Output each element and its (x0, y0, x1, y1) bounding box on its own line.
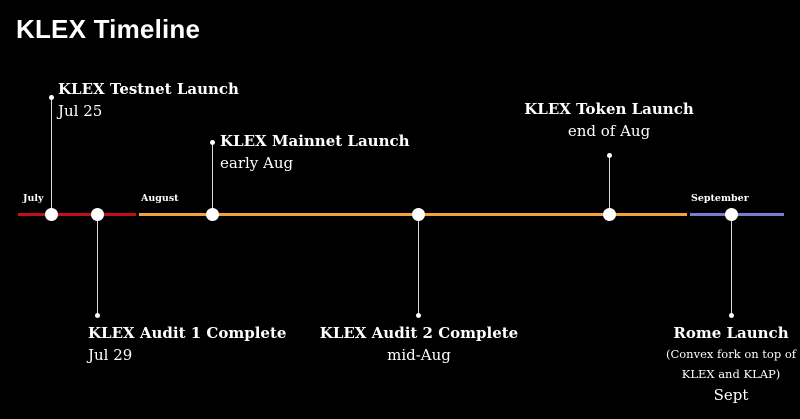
event-name: KLEX Testnet Launch (58, 80, 239, 98)
timeline-segment-july (18, 213, 136, 216)
stem-testnet (51, 98, 52, 214)
stem-token (609, 155, 610, 214)
event-date: Jul 29 (88, 346, 133, 364)
month-label-august: August (141, 193, 179, 204)
event-mainnet: KLEX Mainnet Launch early Aug (220, 130, 410, 174)
stem-end-dot-testnet (49, 95, 54, 100)
timeline-node-testnet (45, 208, 58, 221)
month-label-september: September (691, 193, 749, 204)
stem-audit2 (418, 214, 419, 315)
event-name: KLEX Audit 1 Complete (88, 324, 287, 342)
event-name: KLEX Mainnet Launch (220, 132, 410, 150)
timeline-node-audit2 (412, 208, 425, 221)
event-date: mid-Aug (387, 346, 451, 364)
timeline-node-mainnet (206, 208, 219, 221)
timeline-node-rome (725, 208, 738, 221)
stem-end-dot-audit1 (95, 313, 100, 318)
page-title: KLEX Timeline (16, 14, 201, 44)
event-note-line-1: (Convex fork on top of (665, 347, 797, 361)
stem-end-dot-token (607, 153, 612, 158)
event-name: KLEX Audit 2 Complete (319, 324, 519, 342)
timeline-node-token (603, 208, 616, 221)
event-date: end of Aug (567, 122, 651, 140)
month-label-july: July (23, 193, 44, 204)
event-date: Sept (713, 386, 749, 404)
timeline-node-audit1 (91, 208, 104, 221)
event-name: Rome Launch (673, 324, 789, 342)
event-audit1: KLEX Audit 1 Complete Jul 29 (88, 322, 286, 366)
event-testnet: KLEX Testnet Launch Jul 25 (58, 78, 239, 122)
stem-end-dot-rome (729, 313, 734, 318)
stem-audit1 (97, 214, 98, 315)
event-date: early Aug (220, 154, 294, 172)
stem-rome (731, 214, 732, 315)
event-note-line-2: KLEX and KLAP) (681, 367, 781, 381)
stem-mainnet (212, 142, 213, 214)
event-date: Jul 25 (58, 102, 103, 120)
event-audit2: KLEX Audit 2 Complete mid-Aug (309, 322, 529, 366)
event-token: KLEX Token Launch end of Aug (509, 98, 709, 142)
event-name: KLEX Token Launch (524, 100, 694, 118)
event-rome: Rome Launch (Convex fork on top of KLEX … (636, 322, 800, 406)
stem-end-dot-mainnet (210, 140, 215, 145)
stem-end-dot-audit2 (416, 313, 421, 318)
